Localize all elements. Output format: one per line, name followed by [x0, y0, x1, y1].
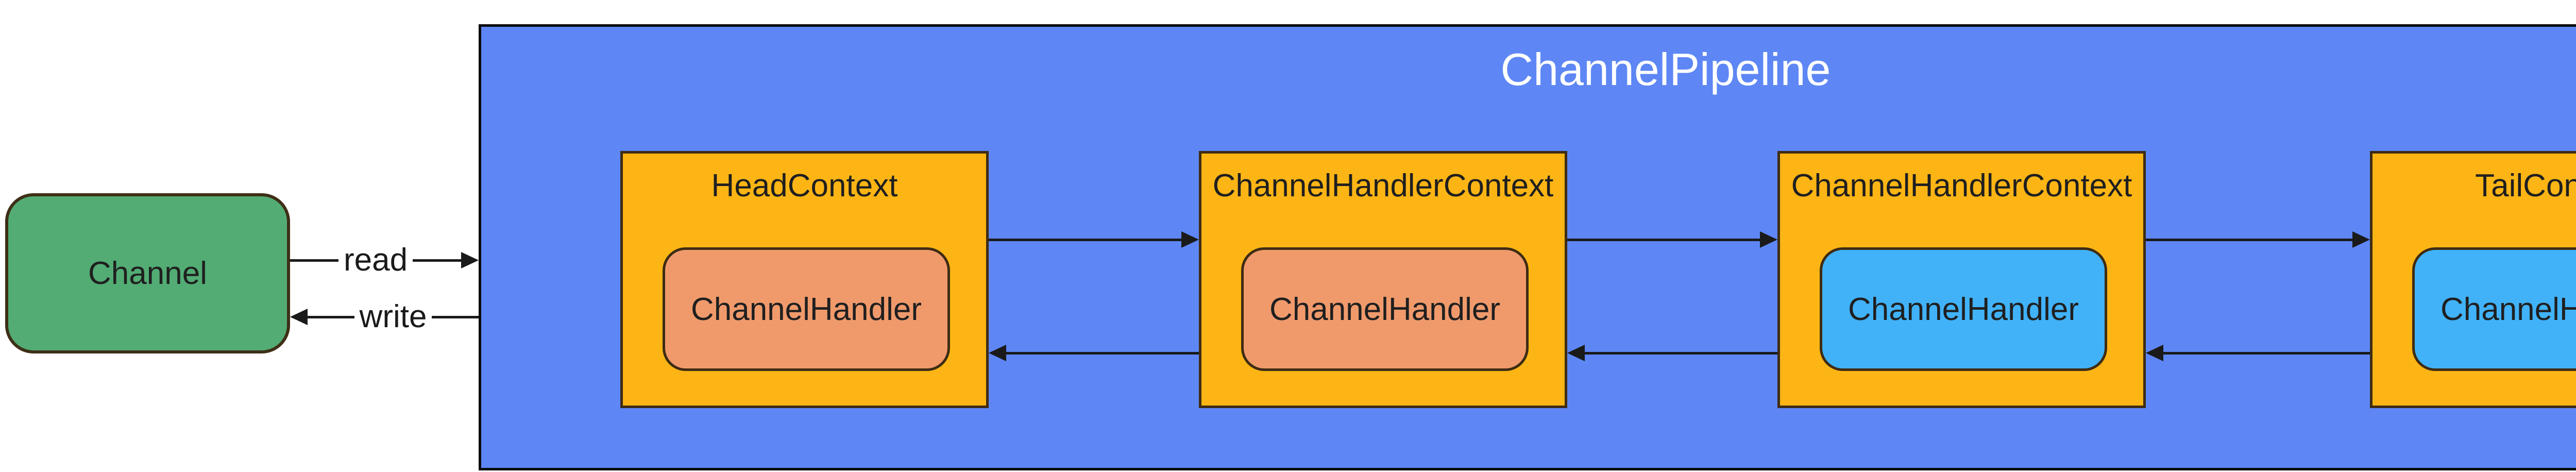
context-handler-1: ChannelHandlerContext ChannelHandler	[1199, 151, 1567, 408]
channel-handler-node: ChannelHandler	[1241, 247, 1529, 371]
context-label: TailContext	[2475, 168, 2576, 204]
outbound-arrow-1	[989, 345, 1199, 361]
arrowhead-right-icon	[1760, 231, 1777, 248]
pipeline-title: ChannelPipeline	[1500, 44, 1831, 95]
context-tail: TailContext ChannelHandler	[2370, 151, 2576, 408]
arrowhead-left-icon	[2146, 345, 2163, 361]
context-label: ChannelHandlerContext	[1791, 168, 2132, 204]
channel-handler-node: ChannelHandler	[1820, 247, 2107, 371]
context-label: HeadContext	[711, 168, 898, 204]
channel-handler-node: ChannelHandler	[2412, 247, 2576, 371]
channel-handler-label: ChannelHandler	[1269, 291, 1501, 327]
channel-pipeline: ChannelPipeline HeadContext ChannelHandl…	[479, 24, 2576, 470]
arrow-line	[989, 238, 1181, 241]
write-edge-label: write	[359, 299, 427, 334]
context-head: HeadContext ChannelHandler	[620, 151, 989, 408]
inbound-arrow-1	[989, 231, 1199, 248]
arrow-line	[1006, 351, 1199, 355]
arrowhead-left-icon	[290, 309, 308, 325]
read-edge-label: read	[343, 242, 408, 278]
write-edge-line	[308, 315, 354, 318]
read-edge-line	[413, 259, 461, 262]
channel-handler-node: ChannelHandler	[663, 247, 950, 371]
arrow-line	[1567, 238, 1760, 241]
channel-handler-label: ChannelHandler	[690, 291, 922, 327]
arrowhead-right-icon	[461, 252, 479, 268]
arrowhead-right-icon	[2352, 231, 2370, 248]
arrowhead-left-icon	[1567, 345, 1585, 361]
channel-label: Channel	[88, 256, 207, 291]
channel-node: Channel	[5, 193, 290, 353]
arrowhead-left-icon	[989, 345, 1006, 361]
read-edge: read	[290, 244, 479, 276]
context-label: ChannelHandlerContext	[1212, 168, 1554, 204]
arrow-line	[1585, 351, 1777, 355]
write-edge: write	[290, 301, 479, 333]
channel-handler-label: ChannelHandler	[2440, 291, 2576, 327]
inbound-arrow-3	[2146, 231, 2370, 248]
inbound-arrow-2	[1567, 231, 1777, 248]
arrow-line	[2163, 351, 2370, 355]
arrowhead-right-icon	[1181, 231, 1199, 248]
channel-handler-label: ChannelHandler	[1848, 291, 2079, 327]
arrow-line	[2146, 238, 2352, 241]
context-handler-2: ChannelHandlerContext ChannelHandler	[1777, 151, 2146, 408]
read-edge-line	[290, 259, 338, 262]
write-edge-line	[432, 315, 479, 318]
outbound-arrow-2	[1567, 345, 1777, 361]
outbound-arrow-3	[2146, 345, 2370, 361]
